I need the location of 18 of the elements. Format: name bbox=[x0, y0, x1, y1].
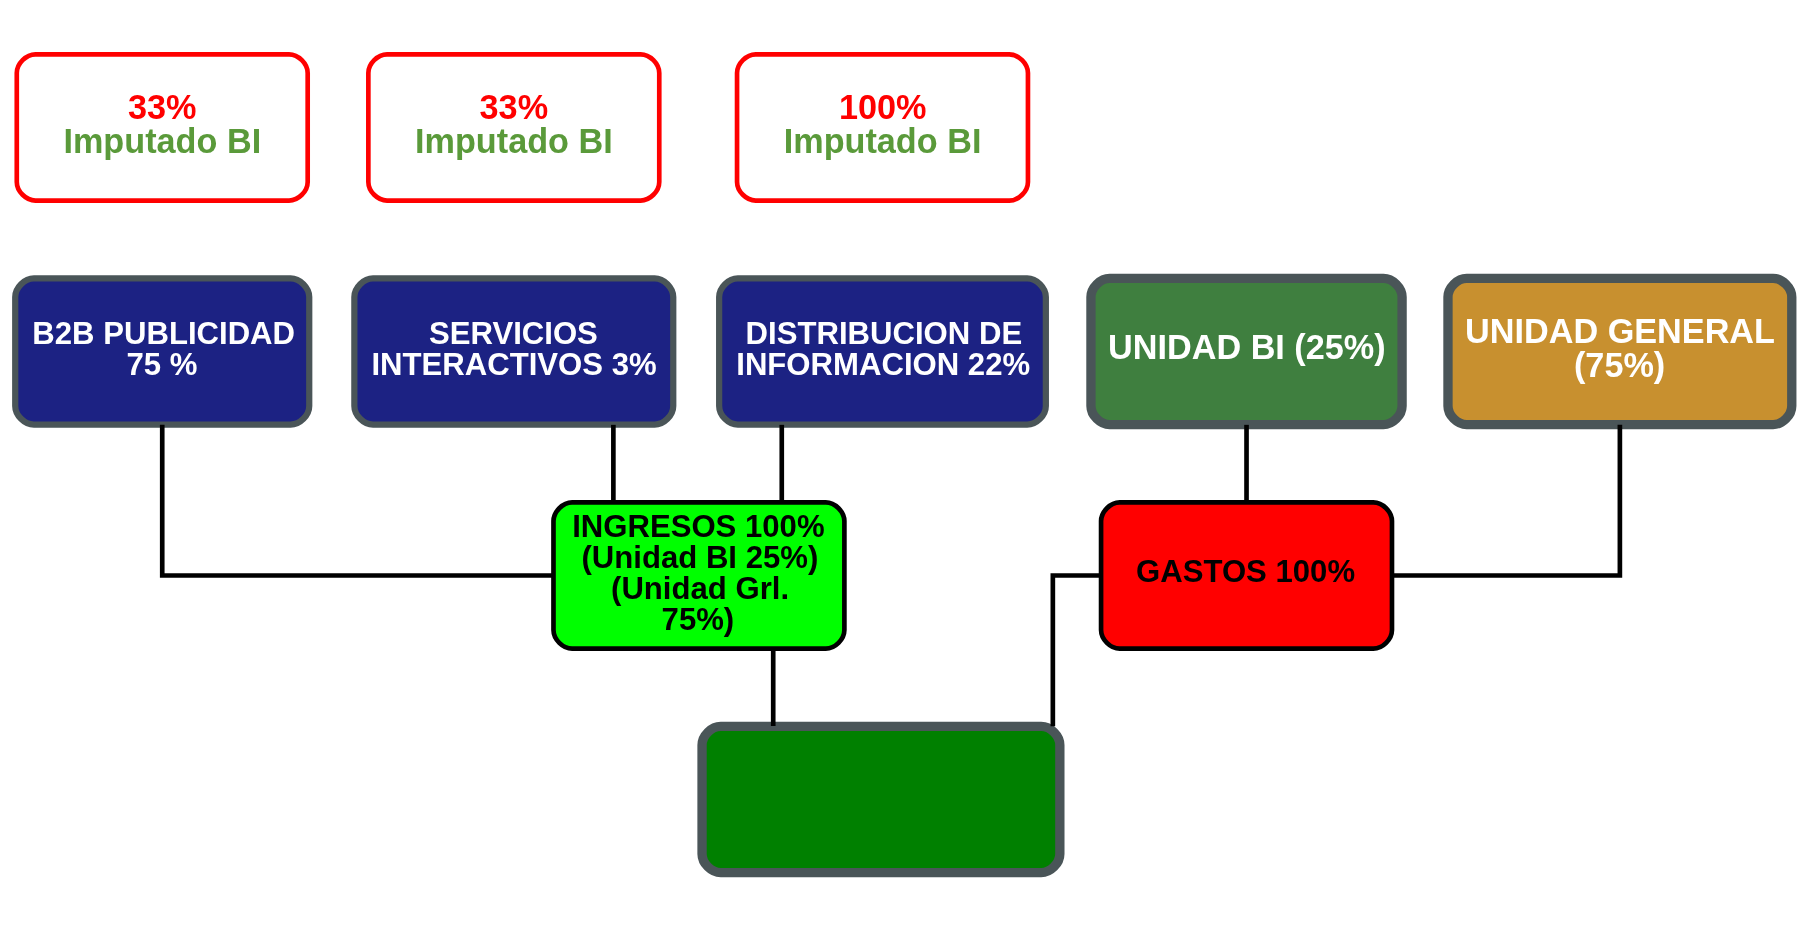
connector bbox=[770, 648, 776, 726]
node-box: 33% Imputado BI bbox=[365, 52, 662, 203]
connector bbox=[778, 424, 784, 502]
connector bbox=[1391, 424, 1622, 578]
node-box: DISTRIBUCION DE INFORMACION 22% bbox=[715, 275, 1049, 428]
node-box: SERVICIOS INTERACTIVOS 3% bbox=[350, 275, 676, 428]
node-box: 100% Imputado BI bbox=[734, 52, 1030, 203]
node-box: UNIDAD GENERAL (75%) bbox=[1442, 273, 1796, 430]
connector bbox=[1050, 573, 1101, 727]
connector bbox=[610, 424, 616, 502]
node-box: GASTOS 100% bbox=[1098, 500, 1394, 651]
node-box: INGRESOS 100% (Unidad BI 25%) (Unidad Grl. 75%) bbox=[550, 500, 847, 651]
node-box: B2B PUBLICIDAD 75 % bbox=[11, 275, 312, 428]
node-box bbox=[696, 721, 1064, 878]
connector bbox=[1243, 424, 1249, 502]
connector bbox=[159, 424, 553, 578]
node-box: UNIDAD BI (25%) bbox=[1085, 273, 1407, 430]
node-box: 33% Imputado BI bbox=[13, 52, 310, 203]
